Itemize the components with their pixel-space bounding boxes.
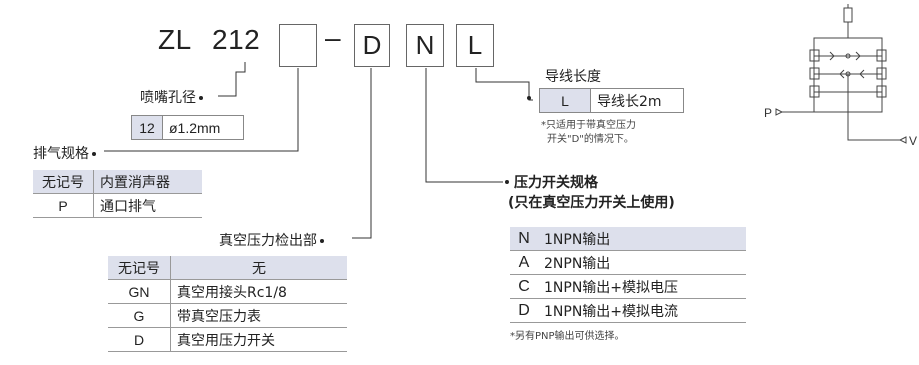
nozzle-table: 12 ø1.2mm <box>131 115 244 140</box>
table-row: D 1NPN输出+模拟电流 <box>510 298 746 323</box>
lead-note-line1: *只适用于带真空压力 <box>541 120 636 131</box>
switch-dot <box>505 180 509 184</box>
lead-title: 导线长度 <box>545 69 601 85</box>
table-row: A 2NPN输出 <box>510 250 746 275</box>
switch-subtitle: (只在真空压力开关上使用) <box>508 195 675 211</box>
exhaust-code-box <box>279 24 317 67</box>
lead-table: L 导线长2m <box>539 88 684 113</box>
table-row: N 1NPN输出 <box>510 227 746 251</box>
table-row: 12 ø1.2mm <box>131 115 244 140</box>
nozzle-code: 12 <box>131 115 163 140</box>
port-p-label: P <box>764 106 772 120</box>
vacuum-table: 无记号 无 GN 真空用接头Rc1/8 G 带真空压力表 D 真空用压力开关 <box>108 256 347 352</box>
switch-code-box: N <box>406 24 444 67</box>
table-row: L 导线长2m <box>539 88 684 113</box>
switch-note: *另有PNP输出可供选择。 <box>510 331 625 342</box>
exhaust-table: 无记号 内置消声器 P 通口排气 <box>33 170 202 218</box>
table-row: 无记号 内置消声器 <box>33 170 202 194</box>
table-row: P 通口排气 <box>33 193 202 218</box>
table-row: 无记号 无 <box>108 256 347 280</box>
switch-title: 压力开关规格 <box>514 175 598 191</box>
lead-note-line2: 开关"D"的情况下。 <box>547 134 634 145</box>
pneumatic-symbol-icon: P V <box>764 4 917 148</box>
table-row: G 带真空压力表 <box>108 303 347 328</box>
lead-code-box: L <box>456 24 494 67</box>
vacuum-title: 真空压力检出部 <box>219 230 327 250</box>
exhaust-title: 排气规格 <box>33 143 99 163</box>
vacuum-code-box: D <box>354 24 390 67</box>
nozzle-desc: ø1.2mm <box>162 115 244 140</box>
table-row: GN 真空用接头Rc1/8 <box>108 279 347 304</box>
switch-table: N 1NPN输出 A 2NPN输出 C 1NPN输出+模拟电压 D 1NPN输出… <box>510 227 746 323</box>
nozzle-title: 喷嘴孔径 <box>140 87 206 107</box>
port-v-label: V <box>909 134 917 148</box>
model-dash: – <box>325 22 342 53</box>
table-row: C 1NPN输出+模拟电压 <box>510 274 746 299</box>
lead-dot <box>527 96 531 100</box>
model-number: 212 <box>212 24 261 55</box>
model-prefix: ZL <box>158 24 192 55</box>
table-row: D 真空用压力开关 <box>108 327 347 352</box>
